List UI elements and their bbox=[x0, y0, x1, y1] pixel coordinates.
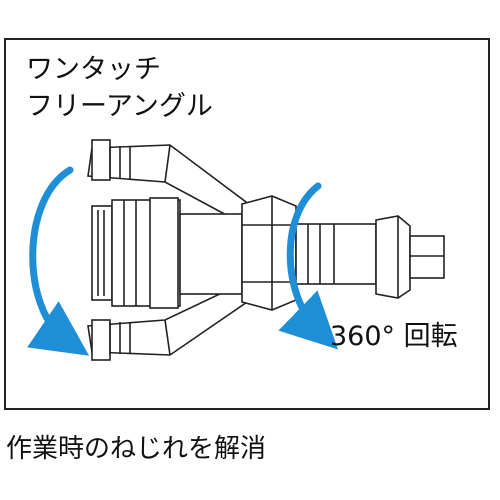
coupler-main bbox=[91, 195, 445, 311]
rotation-arrow-left-icon bbox=[27, 166, 90, 356]
rotation-label: 360° 回転 bbox=[330, 321, 458, 352]
rotation-arrow-right-icon bbox=[278, 182, 339, 350]
caption-text: 作業時のねじれを解消 bbox=[6, 434, 267, 464]
coupler-ghost-lower bbox=[87, 280, 251, 361]
coupler-ghost-upper bbox=[87, 139, 251, 227]
title-line-2: フリーアングル bbox=[26, 91, 213, 122]
title-line-1: ワンタッチ bbox=[26, 54, 161, 85]
